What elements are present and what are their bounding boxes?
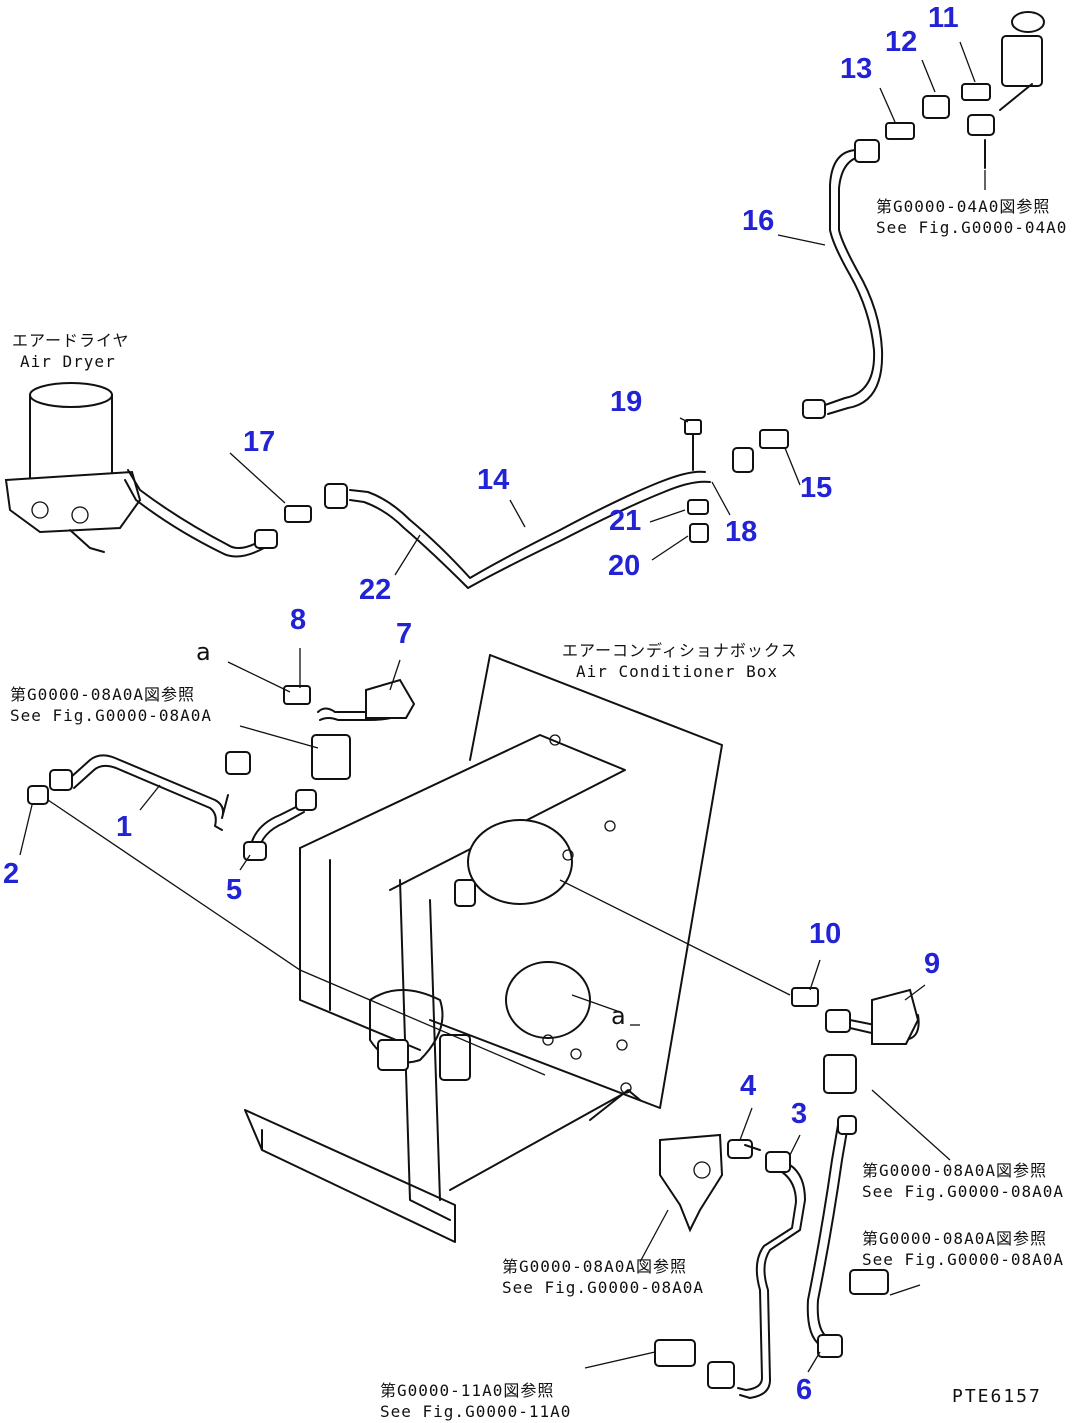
part-number-10: 10 [809, 918, 842, 950]
part-number-16: 16 [742, 205, 775, 237]
part-number-20: 20 [608, 550, 641, 582]
part-number-5: 5 [226, 874, 243, 906]
part-number-13: 13 [840, 53, 873, 85]
part-number-12: 12 [885, 26, 918, 58]
pipe-14-drawing [124, 419, 789, 589]
part-number-21: 21 [609, 505, 642, 537]
air-dryer-drawing [4, 382, 142, 553]
part-number-19: 19 [610, 386, 643, 418]
connection-mark-a-left: a [196, 638, 211, 666]
part-number-9: 9 [924, 948, 941, 980]
top-right-fittings [885, 11, 1045, 169]
part-number-8: 8 [290, 604, 307, 636]
part-number-15: 15 [800, 472, 833, 504]
part-number-17: 17 [243, 426, 276, 458]
drawing-id: PTE6157 [952, 1386, 1042, 1407]
part-number-4: 4 [740, 1070, 757, 1102]
connection-mark-a-right: a [611, 1002, 626, 1030]
part-number-2: 2 [3, 858, 20, 890]
part-number-14: 14 [477, 464, 510, 496]
part-number-22: 22 [359, 574, 392, 606]
part-number-6: 6 [796, 1374, 813, 1406]
part-number-1: 1 [116, 811, 133, 843]
leader-lines [19, 41, 986, 1373]
part-number-18: 18 [725, 516, 758, 548]
part-number-11: 11 [928, 2, 959, 34]
part-number-3: 3 [791, 1098, 808, 1130]
part-number-7: 7 [396, 618, 413, 650]
right-pipes-drawing [654, 987, 920, 1399]
pipe-16-drawing [802, 139, 884, 419]
air-conditioner-box-drawing [244, 654, 723, 1243]
